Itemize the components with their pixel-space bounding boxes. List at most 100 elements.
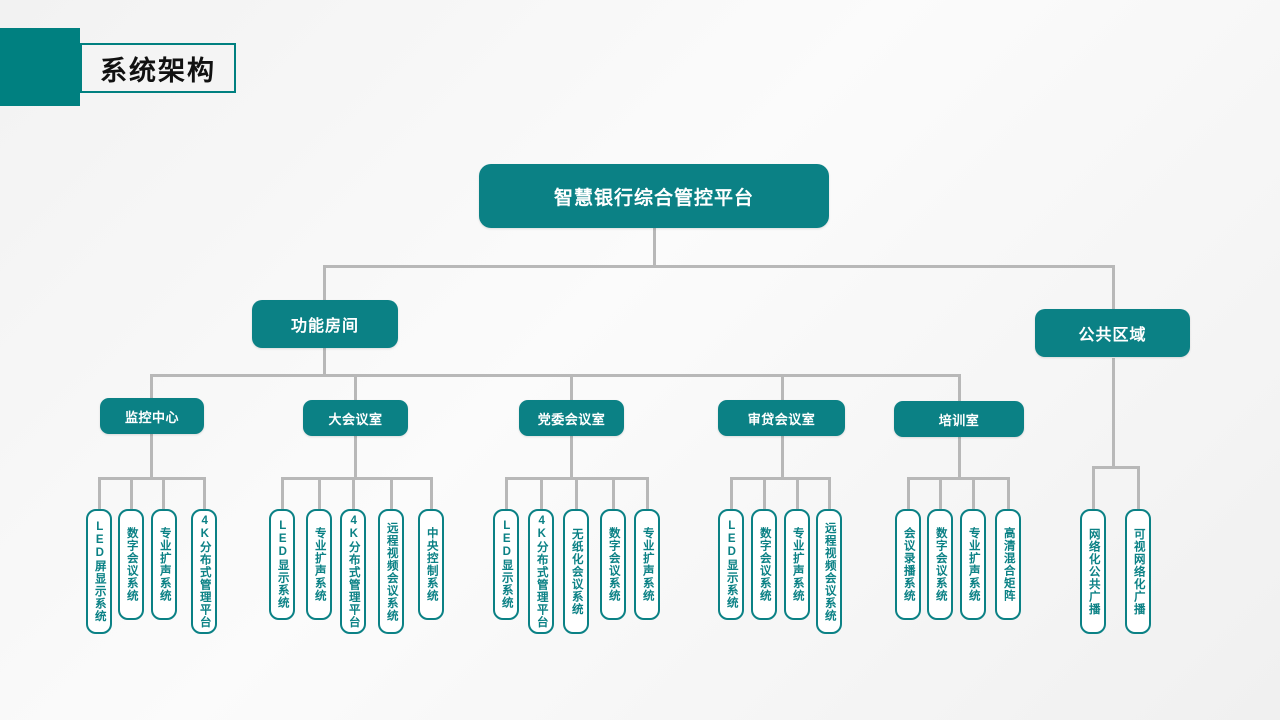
leaf-label: 专业扩声系统 bbox=[641, 527, 654, 602]
leaf-label: LED显示系统 bbox=[500, 520, 513, 609]
leaf-label: LED显示系统 bbox=[276, 520, 289, 609]
connector-group-bus bbox=[907, 477, 1010, 480]
connector-group-bus bbox=[1092, 466, 1140, 469]
leaf-node[interactable]: 4K分布式管理平台 bbox=[191, 509, 217, 634]
leaf-node[interactable]: 高清混合矩阵 bbox=[995, 509, 1021, 620]
node-training-room[interactable]: 培训室 bbox=[894, 401, 1024, 437]
node-public-areas-label: 公共区域 bbox=[1078, 327, 1147, 344]
connector-leaf-drop bbox=[646, 477, 649, 511]
connector-group-stem bbox=[958, 437, 961, 479]
node-party-conference-room-label: 党委会议室 bbox=[537, 411, 606, 427]
leaf-node[interactable]: 专业扩声系统 bbox=[306, 509, 332, 620]
connector-leaf-drop bbox=[730, 477, 733, 511]
leaf-label: 无纸化会议系统 bbox=[570, 527, 583, 616]
leaf-node[interactable]: 专业扩声系统 bbox=[151, 509, 177, 620]
connector-group-stem bbox=[570, 436, 573, 479]
connector-level3-bus bbox=[150, 374, 960, 377]
connector-group-bus bbox=[730, 477, 831, 480]
connector-to-public-areas bbox=[1112, 265, 1115, 309]
connector-to-monitoring-center bbox=[150, 374, 153, 398]
leaf-label: 4K分布式管理平台 bbox=[198, 514, 211, 629]
leaf-node[interactable]: 会议录播系统 bbox=[895, 509, 921, 620]
leaf-label: 远程视频会议系统 bbox=[823, 521, 836, 622]
leaf-node[interactable]: 可视网络化广播 bbox=[1125, 509, 1151, 634]
connector-leaf-drop bbox=[162, 477, 165, 511]
leaf-node[interactable]: 网络化公共广播 bbox=[1080, 509, 1106, 634]
leaf-node[interactable]: 专业扩声系统 bbox=[960, 509, 986, 620]
leaf-label: 可视网络化广播 bbox=[1132, 527, 1145, 616]
node-functional-rooms-label: 功能房间 bbox=[290, 318, 359, 335]
connector-leaf-drop bbox=[203, 477, 206, 511]
leaf-label: 专业扩声系统 bbox=[158, 527, 171, 602]
leaf-label: 数字会议系统 bbox=[934, 527, 947, 602]
connector-to-training-room bbox=[958, 374, 961, 401]
node-training-room-label: 培训室 bbox=[938, 412, 980, 428]
leaf-label: 高清混合矩阵 bbox=[1002, 527, 1015, 602]
leaf-label: 网络化公共广播 bbox=[1087, 527, 1100, 616]
connector-leaf-drop bbox=[972, 477, 975, 511]
connector-leaf-drop bbox=[1092, 466, 1095, 511]
page-title-box: 系统架构 bbox=[80, 43, 236, 93]
leaf-label: 远程视频会议系统 bbox=[385, 521, 398, 622]
connector-leaf-drop bbox=[318, 477, 321, 511]
node-monitoring-center[interactable]: 监控中心 bbox=[100, 398, 204, 434]
connector-group-stem bbox=[150, 434, 153, 479]
connector-group-stem bbox=[1112, 358, 1115, 468]
leaf-node[interactable]: 中央控制系统 bbox=[418, 509, 444, 620]
connector-leaf-drop bbox=[575, 477, 578, 511]
node-root-label: 智慧银行综合管控平台 bbox=[553, 187, 754, 209]
leaf-label: 专业扩声系统 bbox=[967, 527, 980, 602]
leaf-label: 4K分布式管理平台 bbox=[535, 514, 548, 629]
connector-leaf-drop bbox=[352, 477, 355, 511]
connector-group-stem bbox=[781, 436, 784, 479]
connector-to-functional-rooms bbox=[323, 265, 326, 300]
leaf-node[interactable]: 数字会议系统 bbox=[118, 509, 144, 620]
leaf-node[interactable]: 数字会议系统 bbox=[927, 509, 953, 620]
leaf-label: 数字会议系统 bbox=[758, 527, 771, 602]
node-party-conference-room[interactable]: 党委会议室 bbox=[519, 400, 624, 436]
node-large-conference-room[interactable]: 大会议室 bbox=[303, 400, 408, 436]
leaf-label: 中央控制系统 bbox=[425, 527, 438, 602]
connector-leaf-drop bbox=[907, 477, 910, 511]
leaf-label: 数字会议系统 bbox=[607, 527, 620, 602]
leaf-label: LED屏显示系统 bbox=[93, 520, 106, 623]
leaf-node[interactable]: 4K分布式管理平台 bbox=[528, 509, 554, 634]
node-public-areas[interactable]: 公共区域 bbox=[1035, 309, 1190, 357]
leaf-label: LED显示系统 bbox=[725, 520, 738, 609]
connector-leaf-drop bbox=[939, 477, 942, 511]
node-functional-rooms[interactable]: 功能房间 bbox=[252, 300, 398, 348]
leaf-node[interactable]: LED显示系统 bbox=[493, 509, 519, 620]
connector-to-party-conference-room bbox=[570, 374, 573, 400]
leaf-node[interactable]: 专业扩声系统 bbox=[784, 509, 810, 620]
leaf-node[interactable]: 远程视频会议系统 bbox=[378, 509, 404, 634]
leaf-label: 专业扩声系统 bbox=[313, 527, 326, 602]
leaf-node[interactable]: 专业扩声系统 bbox=[634, 509, 660, 620]
leaf-node[interactable]: LED显示系统 bbox=[269, 509, 295, 620]
leaf-node[interactable]: 无纸化会议系统 bbox=[563, 509, 589, 634]
node-loan-conference-room-label: 审贷会议室 bbox=[747, 411, 816, 427]
node-root[interactable]: 智慧银行综合管控平台 bbox=[479, 164, 829, 228]
leaf-label: 会议录播系统 bbox=[902, 527, 915, 602]
connector-leaf-drop bbox=[281, 477, 284, 511]
page-title: 系统架构 bbox=[100, 55, 216, 86]
leaf-node[interactable]: 远程视频会议系统 bbox=[816, 509, 842, 634]
leaf-node[interactable]: LED显示系统 bbox=[718, 509, 744, 620]
node-loan-conference-room[interactable]: 审贷会议室 bbox=[718, 400, 845, 436]
leaf-node[interactable]: 数字会议系统 bbox=[600, 509, 626, 620]
leaf-label: 专业扩声系统 bbox=[791, 527, 804, 602]
header-accent-block bbox=[0, 28, 80, 106]
connector-leaf-drop bbox=[540, 477, 543, 511]
leaf-label: 4K分布式管理平台 bbox=[347, 514, 360, 629]
connector-leaf-drop bbox=[505, 477, 508, 511]
connector-level2-bus bbox=[323, 265, 1115, 268]
connector-leaf-drop bbox=[130, 477, 133, 511]
leaf-node[interactable]: LED屏显示系统 bbox=[86, 509, 112, 634]
connector-leaf-drop bbox=[1137, 466, 1140, 511]
leaf-node[interactable]: 4K分布式管理平台 bbox=[340, 509, 366, 634]
connector-leaf-drop bbox=[430, 477, 433, 511]
connector-group-stem bbox=[354, 436, 357, 479]
connector-leaf-drop bbox=[98, 477, 101, 511]
leaf-node[interactable]: 数字会议系统 bbox=[751, 509, 777, 620]
connector-leaf-drop bbox=[1007, 477, 1010, 511]
